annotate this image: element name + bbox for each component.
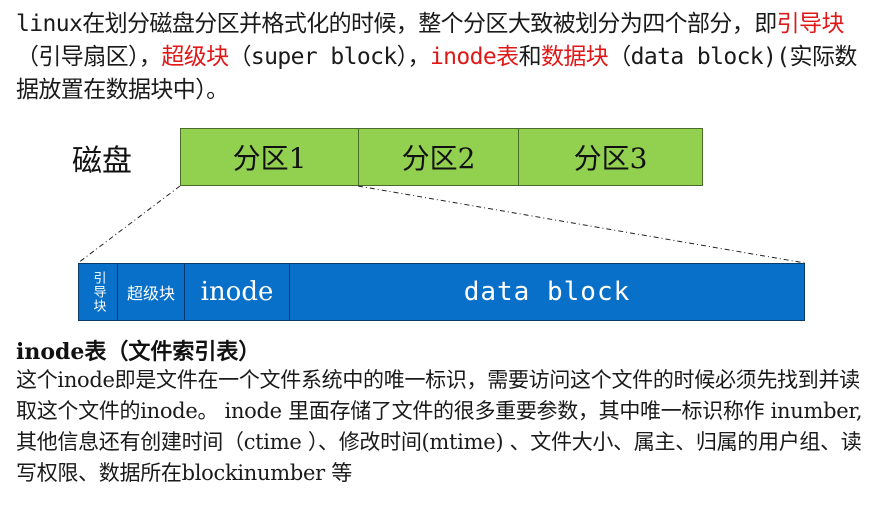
disk-partitions-bar: 分区1 分区2 分区3 xyxy=(180,128,703,186)
inode-block: inode xyxy=(184,264,289,320)
intro-highlight-super-block: 超级块 xyxy=(161,44,229,70)
intro-text: 和 xyxy=(518,44,542,70)
data-block: data block xyxy=(289,264,804,320)
disk-label: 磁盘 xyxy=(72,144,132,179)
intro-text: （引导扇区）， xyxy=(16,44,162,70)
intro-highlight-boot-block: 引导块 xyxy=(776,11,845,37)
partition-structure-bar: 引导块 超级块 inode data block xyxy=(78,263,805,321)
partition-3: 分区3 xyxy=(518,129,702,185)
intro-highlight-inode-table: inode表 xyxy=(429,44,519,70)
intro-highlight-data-block: 数据块 xyxy=(540,44,609,70)
boot-block: 引导块 xyxy=(79,264,117,320)
zoom-line-right xyxy=(357,185,806,264)
partition-2: 分区2 xyxy=(358,129,518,185)
zoom-line-left xyxy=(77,185,181,264)
intro-text: linux在划分磁盘分区并格式化的时候，整个分区大致被划分为四个部分，即 xyxy=(16,11,777,37)
super-block: 超级块 xyxy=(117,264,184,320)
section-body: 这个inode即是文件在一个文件系统中的唯一标识，需要访问这个文件的时候必须先找… xyxy=(16,368,863,485)
intro-text: （super block）， xyxy=(228,44,431,70)
intro-paragraph: linux在划分磁盘分区并格式化的时候，整个分区大致被划分为四个部分，即引导块 （… xyxy=(16,8,866,107)
intro-text: （data block)(实际数据放置在数据块中）。 xyxy=(16,44,857,103)
partition-1: 分区1 xyxy=(181,129,358,185)
section-title: inode表（文件索引表） xyxy=(16,339,261,365)
